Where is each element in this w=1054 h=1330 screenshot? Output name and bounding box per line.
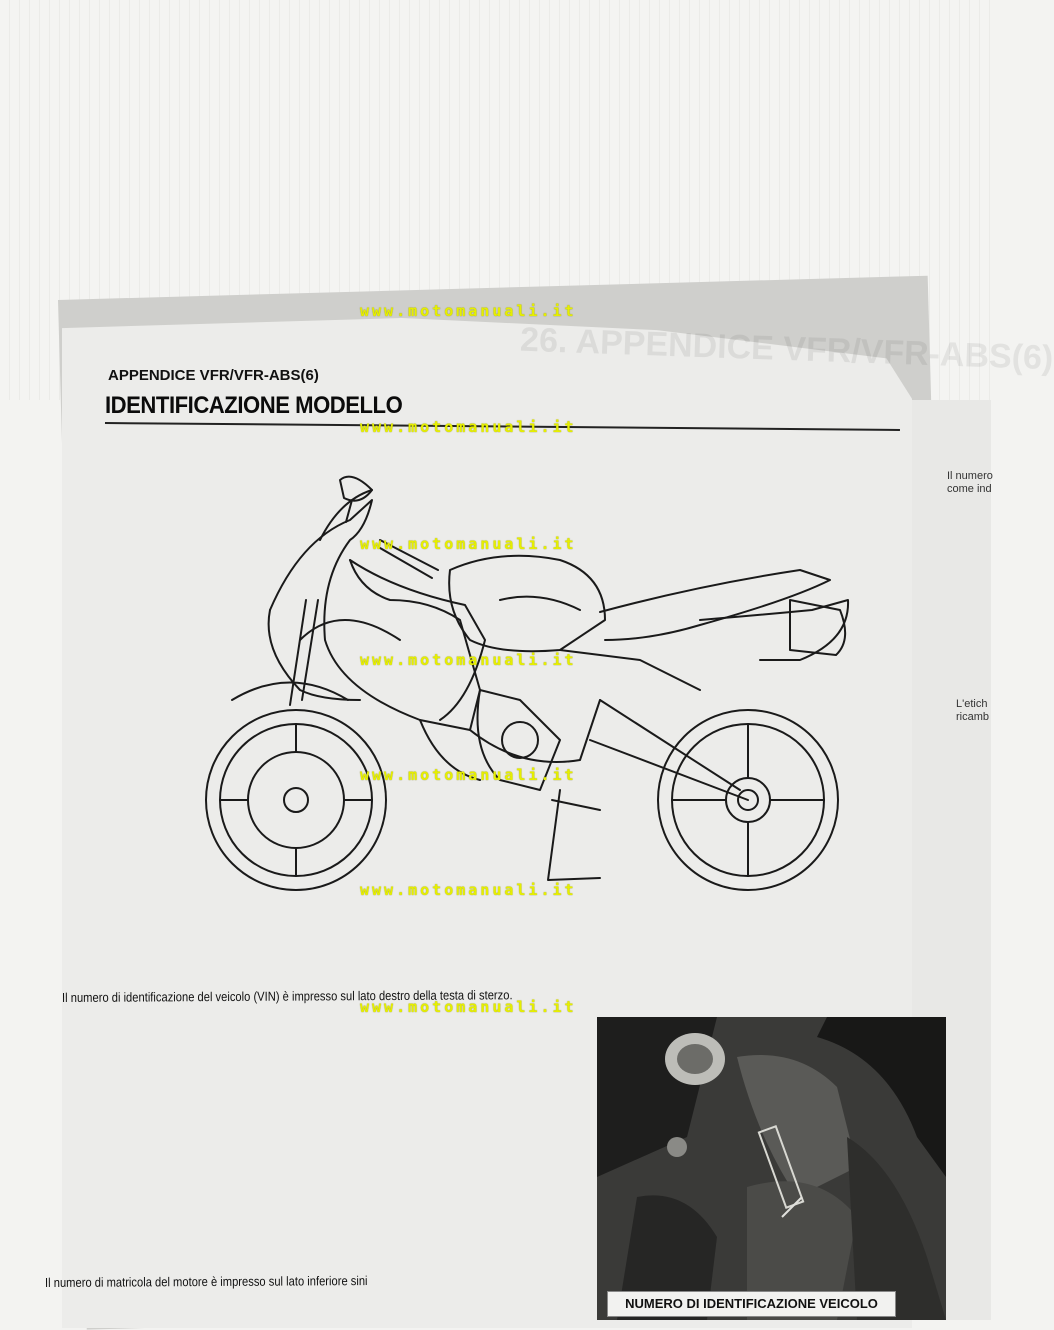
watermark-5: www.motomanuali.it bbox=[360, 766, 577, 784]
watermark-4: www.motomanuali.it bbox=[360, 651, 577, 669]
page-title: IDENTIFICAZIONE MODELLO bbox=[105, 392, 403, 419]
watermark-7: www.motomanuali.it bbox=[360, 998, 577, 1016]
facing-page-text-2: come ind bbox=[947, 483, 992, 495]
facing-page-text-4: ricamb bbox=[956, 711, 990, 723]
facing-page-text-3: L'etich bbox=[956, 698, 988, 710]
page-header: APPENDICE VFR/VFR-ABS(6) bbox=[108, 367, 319, 384]
steering-head-photo-art bbox=[597, 1017, 946, 1320]
watermark-2: www.motomanuali.it bbox=[360, 418, 577, 436]
engine-number-paragraph: Il numero di matricola del motore è impr… bbox=[45, 1273, 368, 1290]
facing-page-text-1: Il numero bbox=[947, 470, 993, 482]
watermark-1: www.motomanuali.it bbox=[360, 302, 577, 320]
watermark-6: www.motomanuali.it bbox=[360, 881, 577, 899]
vin-photo-label: NUMERO DI IDENTIFICAZIONE VEICOLO bbox=[607, 1291, 896, 1317]
motorcycle-illustration bbox=[205, 475, 850, 891]
steering-head-photo bbox=[597, 1017, 946, 1320]
watermark-3: www.motomanuali.it bbox=[360, 535, 577, 553]
